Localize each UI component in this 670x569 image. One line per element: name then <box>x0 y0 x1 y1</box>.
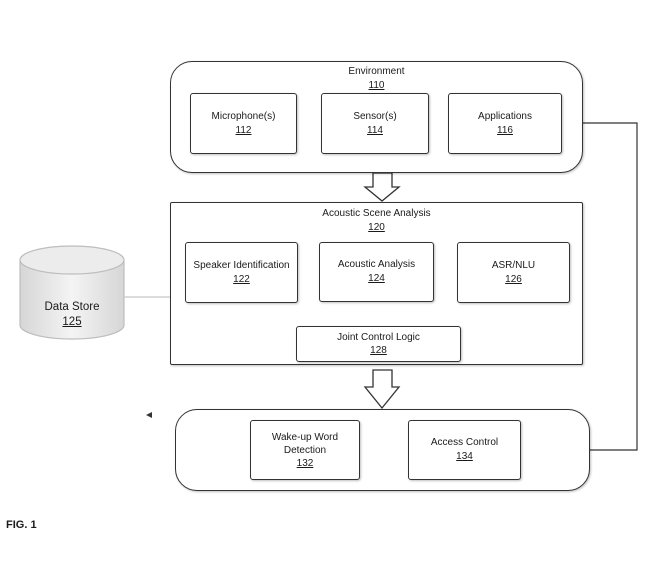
applications-block: Applications 116 <box>448 93 562 154</box>
small-marker-icon <box>146 412 152 418</box>
acoustic-scene-title: Acoustic Scene Analysis 120 <box>322 208 431 233</box>
data-store-cylinder <box>19 245 125 340</box>
flow-arrow-analysis-to-output <box>363 369 401 410</box>
joint-control-logic-block: Joint Control Logic 128 <box>296 326 461 362</box>
sensors-block: Sensor(s) 114 <box>321 93 429 154</box>
figure-label: FIG. 1 <box>6 519 37 531</box>
output-block <box>175 409 590 491</box>
microphones-block: Microphone(s) 112 <box>190 93 297 154</box>
environment-title: Environment 110 <box>348 66 405 91</box>
feedback-arrow-to-applications <box>561 119 638 451</box>
flow-arrow-env-to-analysis <box>363 172 401 202</box>
access-control-block: Access Control 134 <box>408 420 521 480</box>
data-store-label: Data Store 125 <box>44 301 100 328</box>
acoustic-analysis-block: Acoustic Analysis 124 <box>319 242 434 302</box>
wake-word-detection-block: Wake-up Word Detection 132 <box>250 420 360 480</box>
speaker-identification-block: Speaker Identification 122 <box>185 242 298 303</box>
asr-nlu-block: ASR/NLU 126 <box>457 242 570 303</box>
